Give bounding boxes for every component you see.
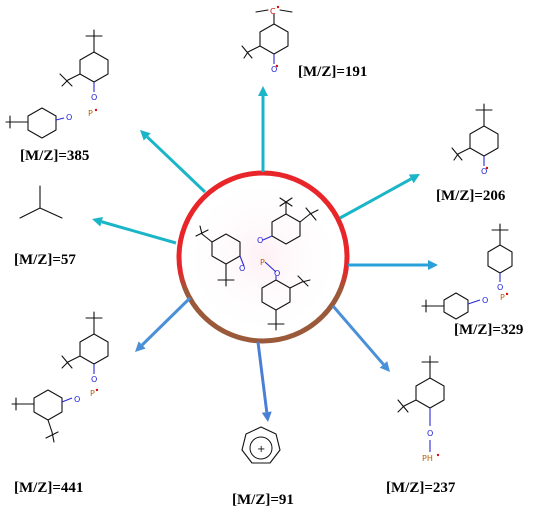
parent-ring bbox=[176, 170, 350, 344]
arrows bbox=[92, 86, 438, 422]
fragment-mz237: O PH [M/Z]=237 bbox=[386, 355, 456, 496]
arrowhead-mz191 bbox=[258, 86, 268, 96]
label-mz191: [M/Z]=191 bbox=[298, 64, 367, 80]
svg-text:+: + bbox=[257, 444, 265, 455]
svg-text:O: O bbox=[91, 93, 97, 102]
arrow-mz206 bbox=[339, 177, 412, 220]
parent-structure: P O O O bbox=[195, 197, 319, 331]
svg-text:P: P bbox=[500, 293, 505, 302]
fragment-mz191: C O [M/Z]=191 bbox=[241, 5, 367, 80]
svg-text:PH: PH bbox=[422, 454, 433, 463]
arrow-mz441 bbox=[141, 296, 192, 347]
arrowhead-mz441 bbox=[135, 341, 146, 352]
svg-text:P: P bbox=[88, 109, 93, 118]
arrow-mz91 bbox=[256, 341, 269, 413]
fragment-mz329: O P O [M/Z]=329 bbox=[421, 223, 523, 338]
label-mz91: [M/Z]=91 bbox=[232, 492, 294, 508]
svg-text:O: O bbox=[482, 296, 488, 305]
parent-molecule: P O O O bbox=[176, 170, 350, 344]
arrowhead-mz329 bbox=[428, 260, 438, 270]
label-mz329: [M/Z]=329 bbox=[454, 322, 523, 338]
fragment-mz206: O [M/Z]=206 bbox=[436, 103, 506, 204]
fragment-mz385: O P O [M/Z]=385 bbox=[5, 29, 109, 164]
fragment-mz91: + [M/Z]=91 bbox=[232, 426, 294, 508]
arrowhead-mz91 bbox=[261, 411, 272, 422]
svg-text:P: P bbox=[90, 389, 95, 398]
label-mz237: [M/Z]=237 bbox=[386, 480, 456, 496]
svg-text:O: O bbox=[74, 395, 80, 404]
arrowhead-mz57 bbox=[92, 216, 103, 227]
svg-text:O: O bbox=[66, 113, 72, 122]
label-mz57: [M/Z]=57 bbox=[14, 252, 76, 268]
svg-text:C: C bbox=[270, 7, 276, 16]
label-mz206: [M/Z]=206 bbox=[436, 188, 506, 204]
arrowhead-mz385 bbox=[140, 130, 151, 141]
svg-text:O: O bbox=[274, 269, 280, 278]
label-mz441: [M/Z]=441 bbox=[14, 480, 83, 496]
svg-text:O: O bbox=[497, 283, 503, 292]
fragment-mz57: [M/Z]=57 bbox=[14, 185, 76, 268]
svg-text:O: O bbox=[427, 429, 433, 438]
arrowhead-mz237 bbox=[379, 361, 390, 372]
svg-text:O: O bbox=[271, 65, 277, 74]
svg-text:O: O bbox=[481, 167, 487, 176]
svg-text:O: O bbox=[239, 264, 245, 273]
arrowhead-mz206 bbox=[408, 174, 420, 184]
arrow-mz385 bbox=[146, 135, 207, 194]
fragment-mz441: O P O [M/Z]=441 bbox=[11, 311, 109, 496]
svg-text:O: O bbox=[257, 236, 263, 245]
svg-text:P: P bbox=[260, 258, 265, 267]
arrow-mz57 bbox=[101, 220, 177, 245]
label-mz385: [M/Z]=385 bbox=[20, 148, 89, 164]
arrow-mz237 bbox=[331, 305, 385, 366]
svg-text:O: O bbox=[91, 375, 97, 384]
